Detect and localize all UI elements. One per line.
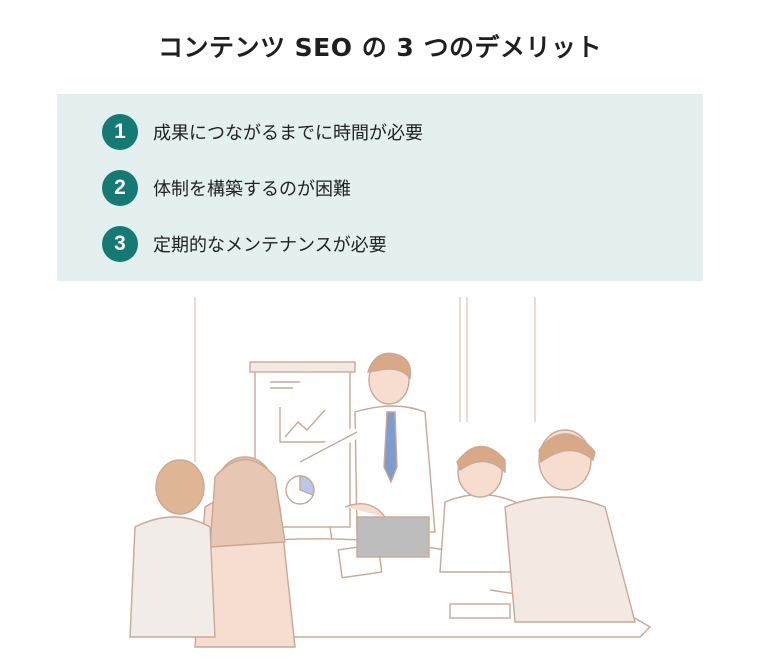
woman-right-figure <box>439 445 526 573</box>
number-badge: 1 <box>102 114 138 150</box>
man-right-figure <box>504 429 636 623</box>
demerit-list: 1 成果につながるまでに時間が必要 2 体制を構築するのが困難 3 定期的なメン… <box>57 94 703 281</box>
list-item: 1 成果につながるまでに時間が必要 <box>102 112 423 152</box>
list-item: 3 定期的なメンテナンスが必要 <box>102 224 387 264</box>
page-title: コンテンツ SEO の 3 つのデメリット <box>157 33 603 62</box>
man-left-figure <box>129 459 216 638</box>
presenter-figure <box>297 352 436 558</box>
item-text: 成果につながるまでに時間が必要 <box>153 123 423 144</box>
list-item: 2 体制を構築するのが困難 <box>102 168 351 208</box>
business-meeting-illustration <box>129 297 652 648</box>
number-badge: 2 <box>102 170 138 206</box>
item-text: 定期的なメンテナンスが必要 <box>153 235 387 256</box>
number-badge: 3 <box>102 226 138 262</box>
item-text: 体制を構築するのが困難 <box>153 179 351 200</box>
woman-figure <box>194 456 296 648</box>
